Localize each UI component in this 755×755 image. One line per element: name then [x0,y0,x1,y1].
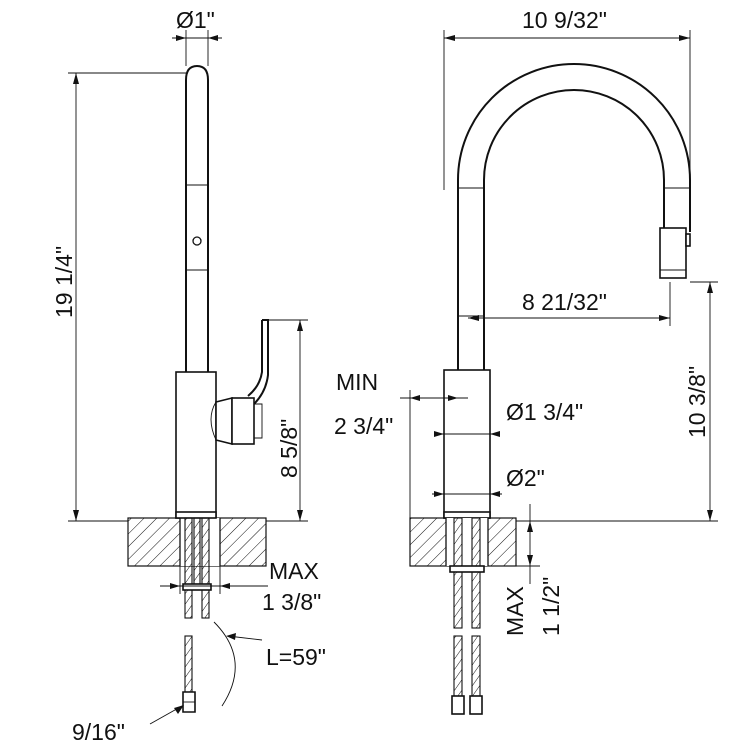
arrow [434,431,444,437]
dim-base-diameter: Ø2" [506,465,545,491]
dim-front-max-label: MAX [502,586,528,636]
dim-spout-diameter: Ø1" [176,7,215,33]
front-hose-b [471,517,481,629]
arrow [170,583,180,589]
dim-spout-reach: 8 21/32" [522,289,607,315]
side-handle-cap [231,397,255,445]
arrow [73,510,79,521]
arrow [226,633,236,640]
front-spray-button [685,233,691,247]
arrow [527,555,533,566]
arrow [73,73,79,84]
arrow [679,35,690,41]
side-spout-tube [185,64,209,372]
side-hose-b [201,517,210,619]
dim-spout-height: 10 3/8" [684,366,710,438]
dim-deck-max-value: 1 3/8" [262,589,321,615]
arrow [410,395,420,401]
arrow [434,491,444,497]
side-body [175,371,217,519]
dim-front-max-value: 1 1/2" [538,577,564,636]
front-hose-a-lower [453,635,463,697]
arrow [208,35,218,41]
front-base-plate [443,511,491,519]
front-deck-hole [446,518,488,566]
dim-handle-height: 8 5/8" [276,419,302,478]
arrow [490,491,500,497]
arrow [707,282,713,293]
arrow [174,705,184,714]
dim-min-value: 2 3/4" [334,413,393,439]
front-hose-b-lower [471,635,481,697]
arrow [490,431,500,437]
arrow [448,395,458,401]
front-spout-arc [457,63,691,370]
side-handle-hub [215,396,233,446]
side-handle-lever-inner [247,320,263,397]
side-handle-curve [210,401,217,441]
front-view: 10 9/32" 8 21/32" 10 3/8" MIN 2 3/4" Ø1 … [334,7,718,715]
side-hose-a [184,517,193,619]
side-view: Ø1" 19 1/4" 8 5/8" MAX 1 3/8" L=59" 9/16… [51,7,326,745]
arrow [468,315,479,321]
side-shank [193,517,201,585]
dim-reach-width: 10 9/32" [522,7,607,33]
arrow [527,521,533,532]
front-hose-a [453,517,463,629]
arrow [659,315,670,321]
front-nut [449,565,485,573]
front-spray-head [659,227,687,279]
side-handle-lever [253,319,269,405]
dim-total-height: 19 1/4" [51,246,77,318]
front-body [443,369,491,519]
dim-deck-max-label: MAX [269,558,319,584]
front-connector-a [451,695,465,715]
arrow [707,510,713,521]
dim-min-label: MIN [336,369,378,395]
dim-connector-size: 9/16" [72,719,125,745]
side-hose-lower [184,635,193,693]
front-spout-arc-inner [483,89,665,370]
arrow [220,583,230,589]
side-handle-ridge [254,403,263,439]
arrow [297,320,303,331]
arrow [176,35,186,41]
dim-body-diameter: Ø1 3/4" [506,399,583,425]
side-hose-loop [213,621,236,707]
front-connector-b [469,695,483,715]
side-nut [182,583,212,591]
arrow [444,35,455,41]
arrow [297,510,303,521]
dim-hose-length: L=59" [266,644,326,670]
side-base-plate [175,511,217,519]
side-spray-button [192,236,202,246]
